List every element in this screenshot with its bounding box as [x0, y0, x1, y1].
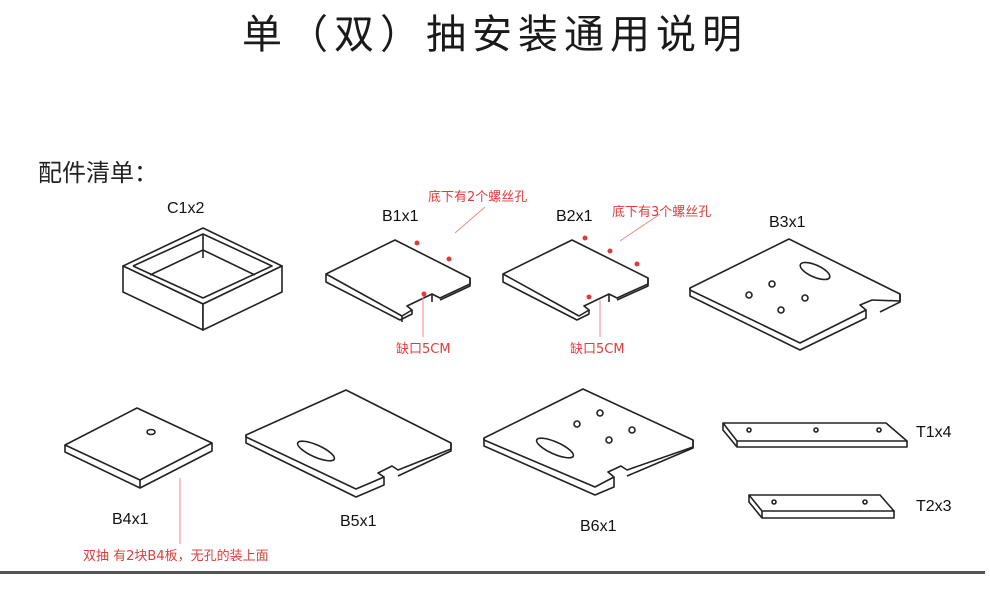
- part-b6-drawing: [483, 388, 694, 496]
- part-t2-drawing: [748, 494, 895, 519]
- part-label-b4: B4x1: [112, 511, 149, 528]
- part-b1-drawing: [325, 239, 471, 322]
- note-b2-screw-holes: 底下有3个螺丝孔: [612, 205, 712, 220]
- note-b4-double-drawer: 双抽 有2块B4板，无孔的装上面: [83, 549, 269, 564]
- part-b2-drawing: [502, 239, 649, 321]
- part-b5-drawing: [245, 389, 452, 498]
- note-b1-notch: 缺口5CM: [396, 342, 451, 357]
- part-label-b3: B3x1: [769, 214, 806, 231]
- bottom-divider: [0, 571, 985, 574]
- part-c1-drawing: [122, 227, 283, 331]
- part-label-b2: B2x1: [556, 208, 593, 225]
- note-b1-screw-holes: 底下有2个螺丝孔: [428, 190, 528, 205]
- page-title: 单（双）抽安装通用说明: [242, 12, 748, 58]
- annotation-leaders: [179, 206, 661, 544]
- part-b4-drawing: [64, 407, 213, 489]
- part-label-t2: T2x3: [916, 498, 952, 515]
- screw-hole-markers: [414, 235, 640, 300]
- part-b3-drawing: [689, 238, 901, 351]
- note-b2-notch: 缺口5CM: [570, 342, 625, 357]
- part-label-t1: T1x4: [916, 424, 952, 441]
- part-label-b1: B1x1: [382, 208, 419, 225]
- part-t1-drawing: [722, 422, 908, 448]
- part-label-c1: C1x2: [167, 200, 205, 217]
- parts-list-heading: 配件清单：: [38, 159, 158, 187]
- part-label-b6: B6x1: [580, 518, 617, 535]
- part-label-b5: B5x1: [340, 513, 377, 530]
